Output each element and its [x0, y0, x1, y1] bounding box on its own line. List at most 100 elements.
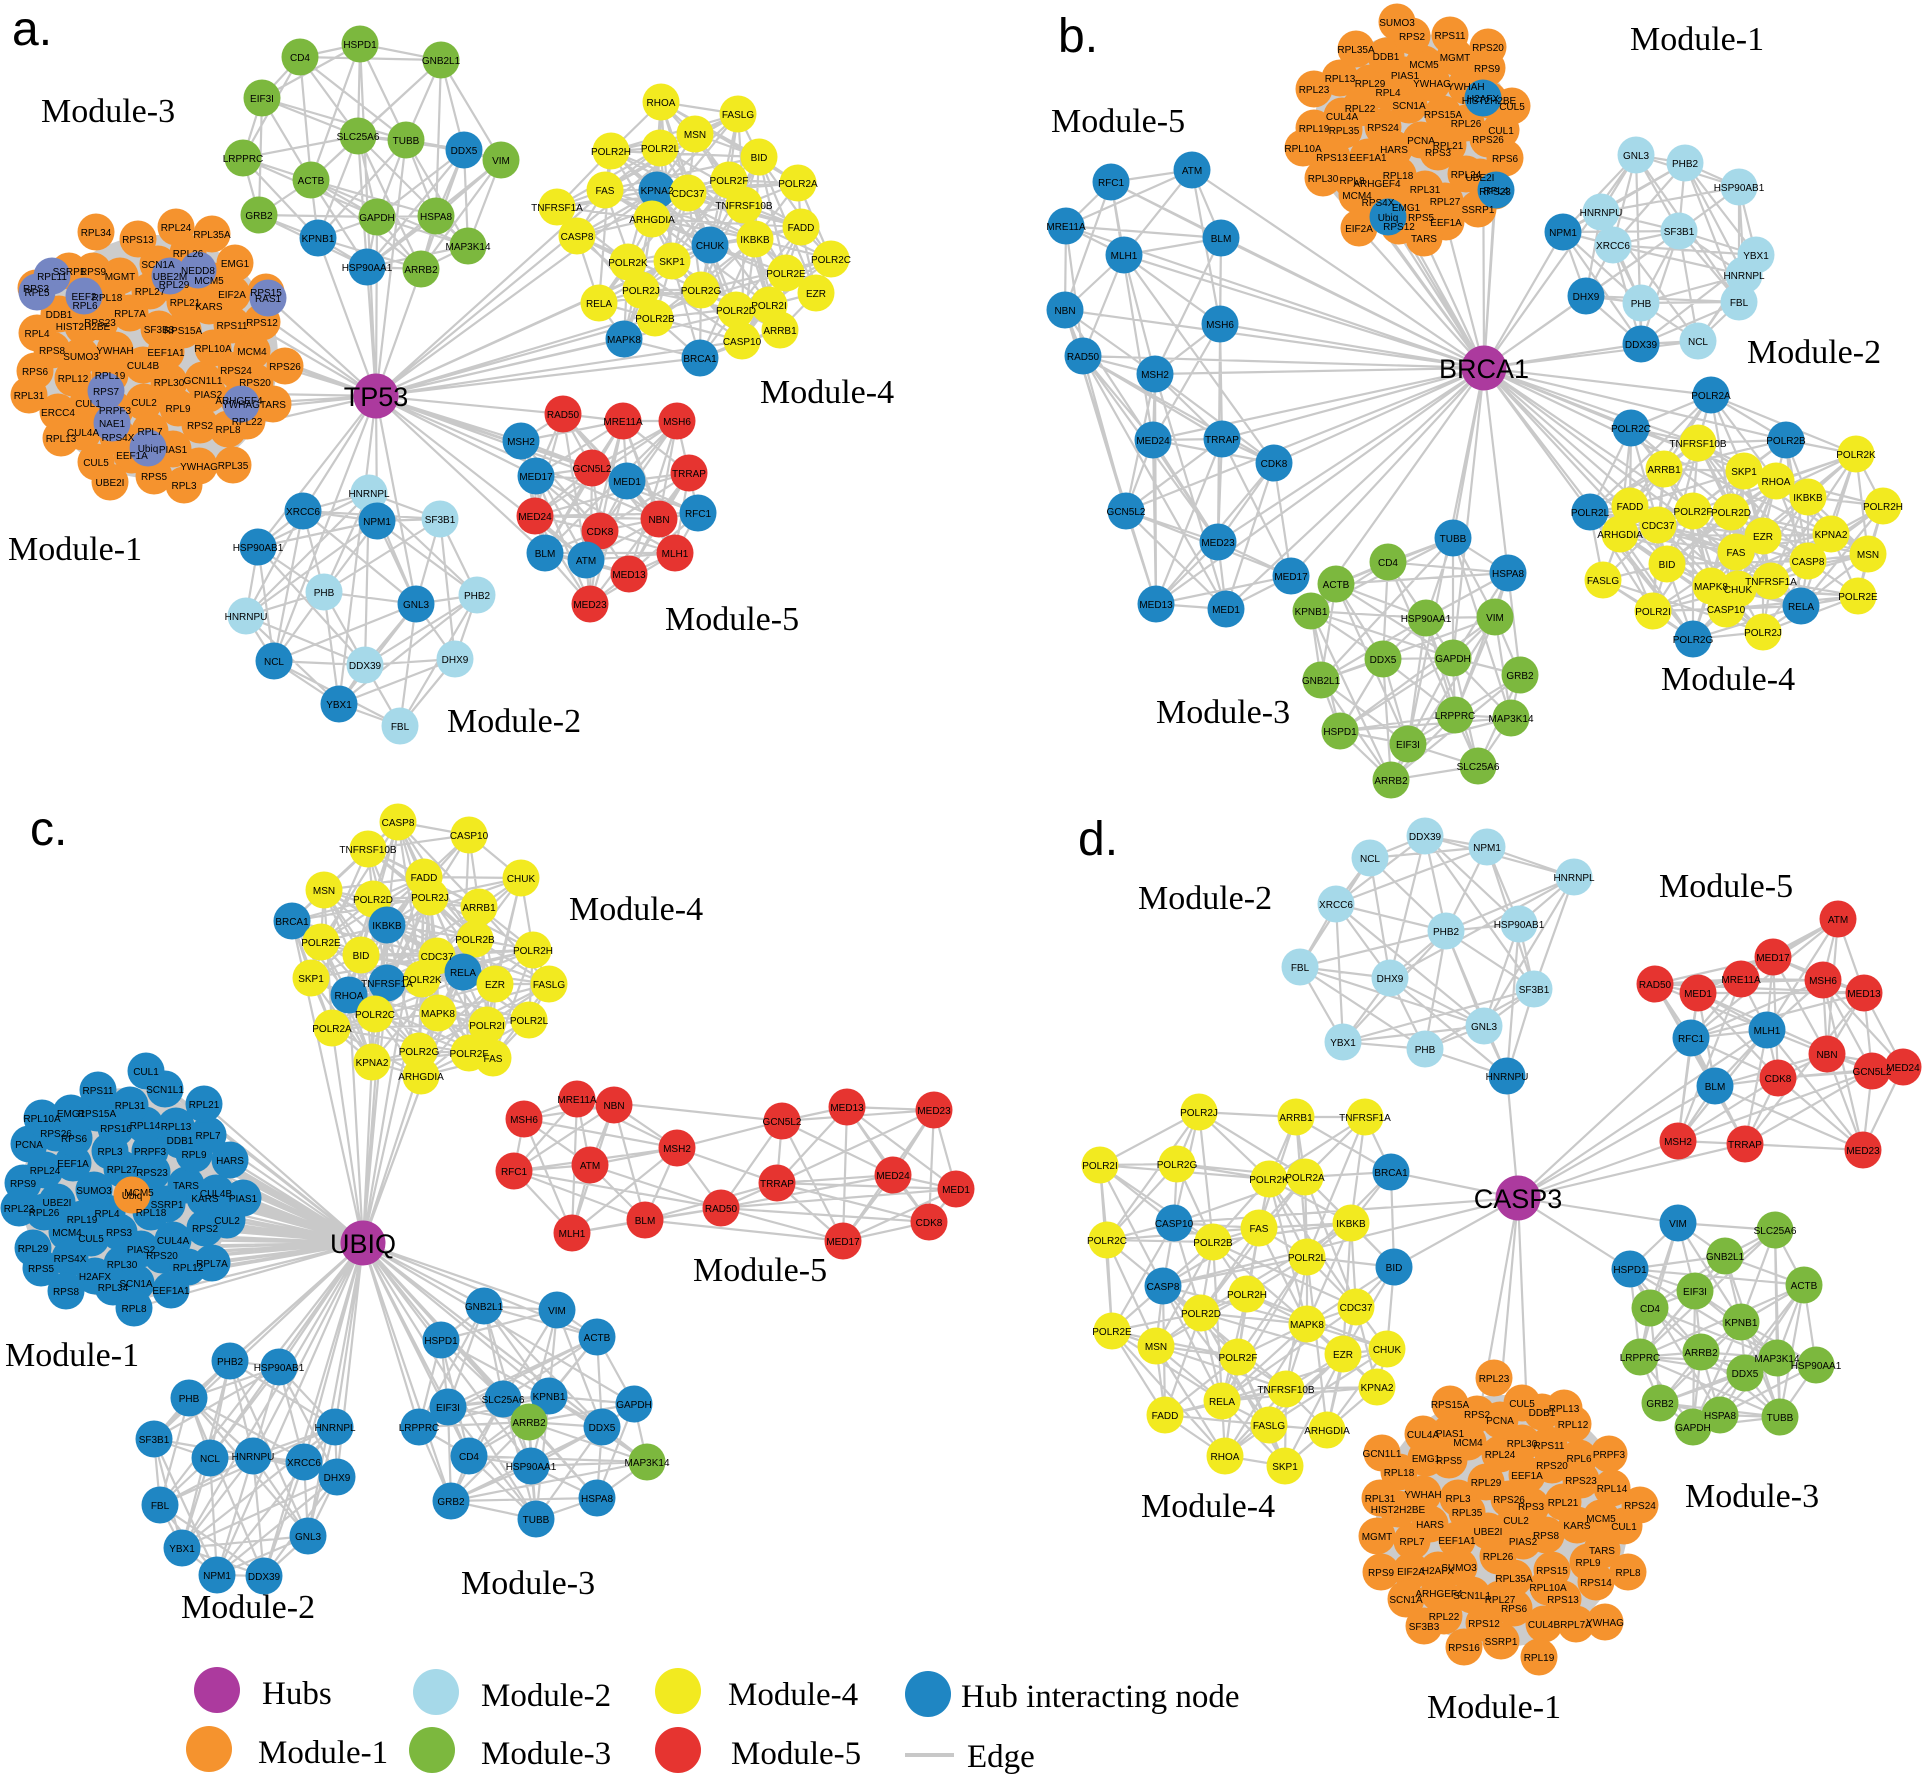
svg-text:BLM: BLM: [1705, 1082, 1726, 1093]
svg-text:HARS: HARS: [1380, 145, 1408, 156]
svg-text:RPL35A: RPL35A: [1337, 45, 1375, 56]
svg-text:PHB: PHB: [314, 588, 335, 599]
svg-text:YBX1: YBX1: [326, 700, 352, 711]
svg-text:RPL3: RPL3: [97, 1147, 122, 1158]
svg-text:LRPPRC: LRPPRC: [223, 154, 264, 165]
svg-text:Module-3: Module-3: [461, 1565, 595, 1602]
svg-text:RPL34: RPL34: [81, 228, 112, 239]
svg-text:FADD: FADD: [1152, 1411, 1179, 1422]
svg-text:DDX5: DDX5: [1370, 655, 1397, 666]
svg-text:TNFRSF10B: TNFRSF10B: [1669, 439, 1727, 450]
svg-text:DDX39: DDX39: [1625, 340, 1658, 351]
svg-text:HIST2H2BE: HIST2H2BE: [1462, 96, 1517, 107]
svg-text:CASP8: CASP8: [1792, 557, 1825, 568]
svg-text:CASP10: CASP10: [723, 337, 762, 348]
svg-text:SLC25A6: SLC25A6: [337, 132, 380, 143]
svg-text:CDK8: CDK8: [1261, 459, 1288, 470]
svg-text:MED17: MED17: [519, 472, 553, 483]
svg-text:EEF1A: EEF1A: [1511, 1471, 1543, 1482]
svg-text:BRCA1: BRCA1: [1439, 354, 1529, 384]
svg-text:RPL12: RPL12: [58, 374, 89, 385]
svg-text:MAP3K14: MAP3K14: [1754, 1354, 1799, 1365]
svg-text:RPL26: RPL26: [1451, 119, 1482, 130]
svg-text:CUL1: CUL1: [75, 399, 101, 410]
svg-text:BID: BID: [1659, 560, 1676, 571]
svg-text:KPNB1: KPNB1: [533, 1392, 566, 1403]
svg-text:EEF1A1: EEF1A1: [1438, 1536, 1476, 1547]
svg-text:Module-2: Module-2: [481, 1678, 611, 1714]
svg-text:Module-2: Module-2: [1138, 880, 1272, 917]
svg-text:ACTB: ACTB: [298, 176, 325, 187]
svg-text:POLR2F: POLR2F: [1674, 507, 1713, 518]
svg-text:HSP90AB1: HSP90AB1: [1494, 920, 1545, 931]
svg-text:ARHGDIA: ARHGDIA: [629, 215, 675, 226]
svg-text:CUL5: CUL5: [1499, 102, 1525, 113]
svg-text:BRCA1: BRCA1: [1374, 1168, 1408, 1179]
svg-text:NPM1: NPM1: [203, 1571, 231, 1582]
svg-text:BID: BID: [353, 951, 370, 962]
svg-text:RPL35A: RPL35A: [193, 230, 231, 241]
svg-text:RPL23: RPL23: [1299, 85, 1330, 96]
svg-text:TUBB: TUBB: [1767, 1413, 1794, 1424]
svg-text:RPS14: RPS14: [1580, 1578, 1612, 1589]
svg-text:POLR2B: POLR2B: [1766, 436, 1806, 447]
svg-text:RPL35: RPL35: [1329, 126, 1360, 137]
svg-text:RPS5: RPS5: [1408, 213, 1435, 224]
svg-text:RPL19: RPL19: [67, 1215, 98, 1226]
svg-text:DHX9: DHX9: [1377, 974, 1404, 985]
svg-text:RPS7: RPS7: [93, 387, 120, 398]
svg-text:PRPF3: PRPF3: [134, 1147, 167, 1158]
svg-text:RPS24: RPS24: [220, 366, 252, 377]
svg-text:POLR2F: POLR2F: [450, 1049, 489, 1060]
svg-text:YWHAH: YWHAH: [1404, 1490, 1441, 1501]
svg-text:RPL9: RPL9: [165, 404, 190, 415]
svg-text:CASP10: CASP10: [450, 831, 489, 842]
svg-text:DDB1: DDB1: [1373, 52, 1400, 63]
svg-text:SLC25A6: SLC25A6: [1754, 1226, 1797, 1237]
svg-text:TNFRSF10B: TNFRSF10B: [339, 845, 397, 856]
svg-text:RPL7A: RPL7A: [196, 1259, 228, 1270]
svg-text:RPL21: RPL21: [189, 1100, 220, 1111]
svg-text:RPL22: RPL22: [232, 417, 263, 428]
svg-text:RPS13: RPS13: [122, 235, 154, 246]
svg-text:CDK8: CDK8: [587, 527, 614, 538]
svg-text:RPL35: RPL35: [1452, 1508, 1483, 1519]
svg-text:RPS24: RPS24: [1367, 123, 1399, 134]
svg-text:POLR2A: POLR2A: [1285, 1173, 1325, 1184]
svg-text:Module-3: Module-3: [1685, 1478, 1819, 1515]
svg-text:NBN: NBN: [1816, 1050, 1837, 1061]
svg-text:POLR2F: POLR2F: [1219, 1353, 1258, 1364]
svg-text:HSPA8: HSPA8: [420, 212, 452, 223]
svg-text:GRB2: GRB2: [1506, 671, 1534, 682]
svg-text:POLR2D: POLR2D: [1711, 508, 1751, 519]
svg-text:HSPD1: HSPD1: [1613, 1265, 1647, 1276]
svg-text:POLR2L: POLR2L: [1288, 1253, 1327, 1264]
svg-text:POLR2F: POLR2F: [710, 176, 749, 187]
svg-text:LRPPRC: LRPPRC: [399, 1423, 440, 1434]
svg-text:FADD: FADD: [788, 223, 815, 234]
svg-text:TRRAP: TRRAP: [1728, 1140, 1762, 1151]
svg-text:FASLG: FASLG: [1587, 576, 1619, 587]
svg-text:SLC25A6: SLC25A6: [1457, 762, 1500, 773]
svg-text:RPL18: RPL18: [1384, 1468, 1415, 1479]
svg-text:BID: BID: [751, 153, 768, 164]
svg-text:BRCA1: BRCA1: [275, 917, 309, 928]
svg-text:CDC37: CDC37: [421, 952, 454, 963]
svg-text:KPNA2: KPNA2: [1815, 530, 1848, 541]
svg-text:RPL29: RPL29: [1355, 79, 1386, 90]
svg-text:Ubiq: Ubiq: [138, 444, 159, 455]
svg-text:MED23: MED23: [1846, 1146, 1880, 1157]
svg-text:MED1: MED1: [613, 477, 641, 488]
svg-text:BLM: BLM: [1211, 234, 1232, 245]
svg-text:HSP90AB1: HSP90AB1: [233, 543, 284, 554]
svg-text:SCN1A: SCN1A: [141, 260, 175, 271]
svg-text:HSPD1: HSPD1: [424, 1336, 458, 1347]
svg-text:Module-2: Module-2: [1747, 334, 1881, 371]
svg-text:FBL: FBL: [1291, 963, 1310, 974]
svg-text:CUL2: CUL2: [1503, 1516, 1529, 1527]
svg-text:POLR2I: POLR2I: [751, 301, 787, 312]
svg-text:MGMT: MGMT: [105, 272, 136, 283]
svg-text:POLR2J: POLR2J: [1744, 628, 1782, 639]
svg-text:EEF1A1: EEF1A1: [147, 348, 185, 359]
svg-text:RPS8: RPS8: [53, 1287, 80, 1298]
